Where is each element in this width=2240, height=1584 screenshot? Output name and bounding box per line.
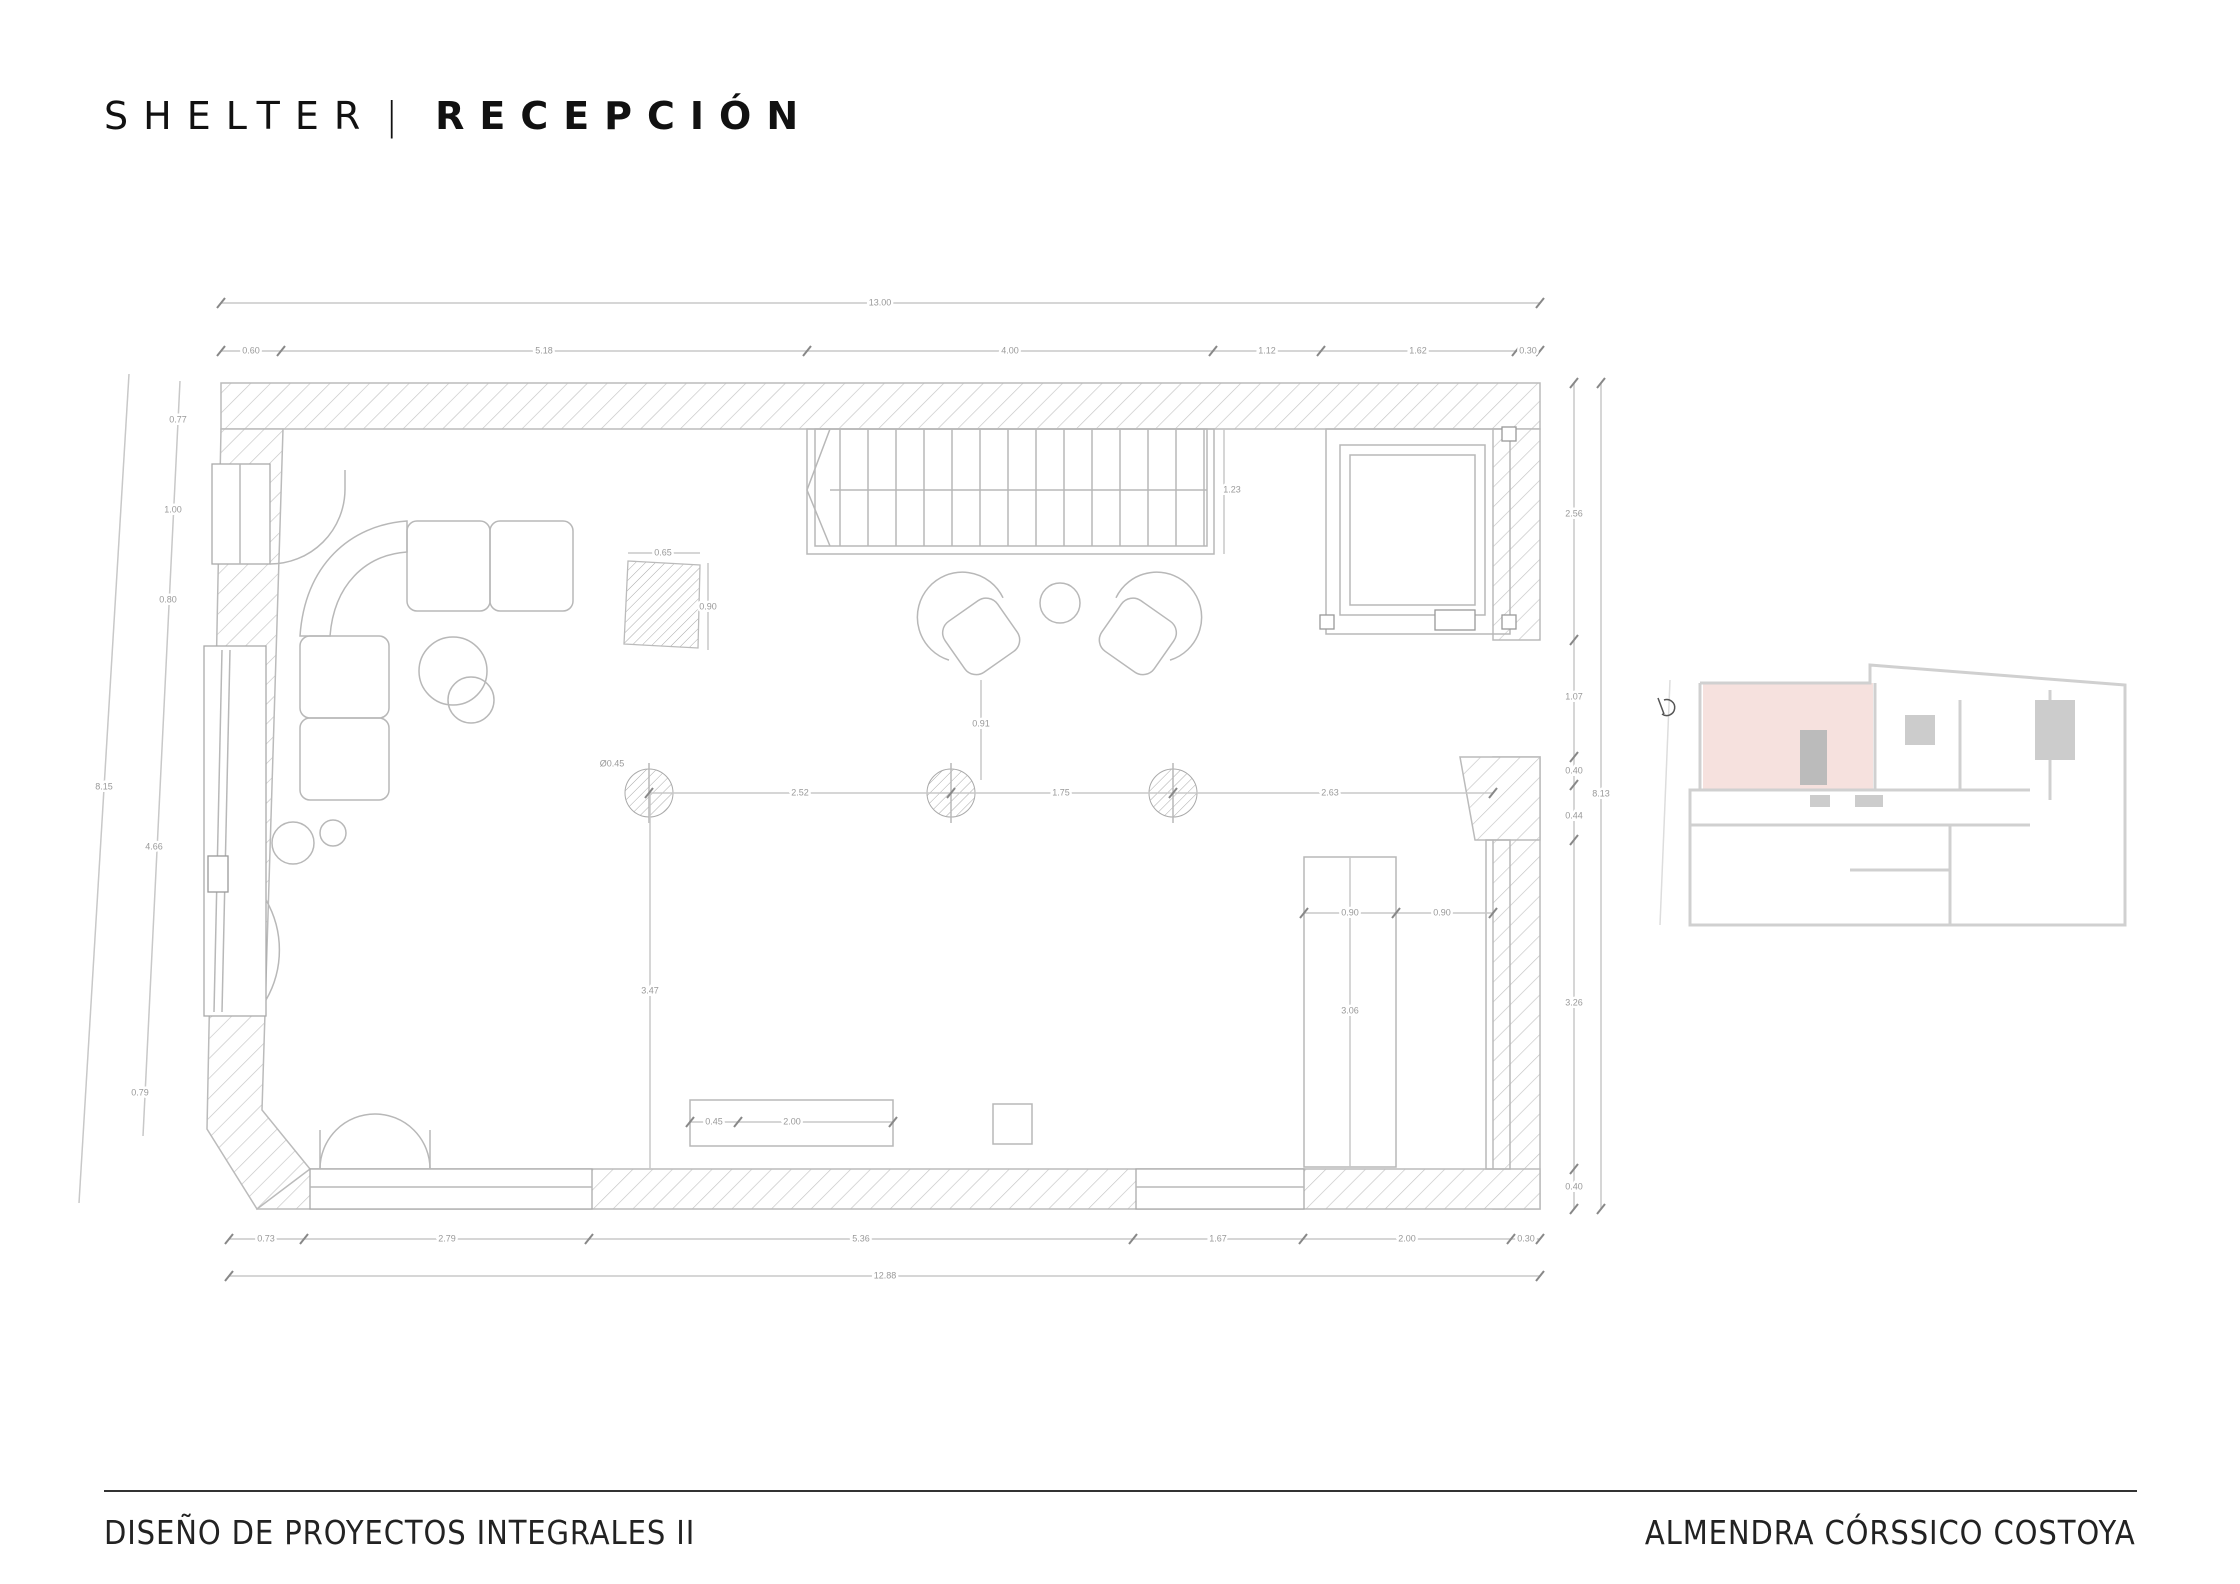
dim-top-5: 1.62 <box>1409 345 1427 355</box>
dimension-tick <box>1298 1233 1308 1245</box>
dim-left-2: 1.00 <box>164 504 182 514</box>
dimension-tick <box>1535 1233 1545 1245</box>
dimension-tick <box>1596 1203 1606 1215</box>
course-name: DISEÑO DE PROYECTOS INTEGRALES II <box>104 1513 696 1552</box>
dimension-tick <box>1128 1233 1138 1245</box>
walls <box>203 382 1541 1211</box>
north-arrow-icon <box>1657 697 1676 717</box>
dim-chair-to-column: 0.91 <box>972 718 990 728</box>
dimension-tick <box>802 345 812 357</box>
dim-bottom-2: 2.79 <box>438 1233 456 1243</box>
dimension-tick <box>1569 377 1579 389</box>
dim-column-span-3: 2.63 <box>1321 787 1339 797</box>
dimension-tick <box>1299 907 1309 919</box>
dim-right-3: 0.40 <box>1565 765 1583 775</box>
title-separator: | <box>385 94 414 138</box>
dim-top-3: 4.00 <box>1001 345 1019 355</box>
key-plan-minimap <box>1657 663 2127 927</box>
dimension-tick <box>224 1270 234 1282</box>
dim-bottom-4: 1.67 <box>1209 1233 1227 1243</box>
dim-counter-length: 3.06 <box>1341 1005 1359 1015</box>
dim-right-2: 1.07 <box>1565 691 1583 701</box>
dimension-tick <box>1391 907 1401 919</box>
dim-right-5: 3.26 <box>1565 997 1583 1007</box>
dimension-tick <box>1316 345 1326 357</box>
dim-bottom-3: 5.36 <box>852 1233 870 1243</box>
dimension-tick <box>685 1116 695 1128</box>
dim-left-4: 4.66 <box>145 841 163 851</box>
dim-left-1: 0.77 <box>169 414 187 424</box>
dimension-tick <box>1535 1270 1545 1282</box>
dimension-tick <box>733 1116 743 1128</box>
dim-counter-width: 0.90 <box>1341 907 1359 917</box>
armchairs <box>916 571 1203 676</box>
dimension-tick <box>1506 1233 1516 1245</box>
dimension-tick <box>1208 345 1218 357</box>
dimension-tick <box>1488 787 1498 799</box>
dim-column-diameter: Ø0.45 <box>600 758 625 768</box>
dim-left-5: 0.79 <box>131 1087 149 1097</box>
dim-bottom-5: 2.00 <box>1398 1233 1416 1243</box>
page-title: SHELTER| RECEPCIÓN <box>104 94 813 138</box>
dimension-tick <box>276 345 286 357</box>
dim-bottom-6: 0.30 <box>1517 1233 1535 1243</box>
dim-left-3: 0.80 <box>159 594 177 604</box>
dim-planter-width: 0.65 <box>654 547 672 557</box>
dim-column-span-1: 2.52 <box>791 787 809 797</box>
dimension-tick <box>216 345 226 357</box>
sectional-sofa <box>299 520 574 801</box>
footer-divider <box>104 1490 2137 1492</box>
dim-top-6: 0.30 <box>1519 345 1537 355</box>
dimension-tick <box>1569 1203 1579 1215</box>
dim-top-2: 5.18 <box>535 345 553 355</box>
dim-top-4: 1.12 <box>1258 345 1276 355</box>
dim-right-1: 2.56 <box>1565 508 1583 518</box>
doors <box>265 470 431 1170</box>
dim-right-6: 0.40 <box>1565 1181 1583 1191</box>
dimension-tick <box>584 1233 594 1245</box>
dim-bottom-overall: 12.88 <box>874 1270 897 1280</box>
dimension-tick <box>1488 907 1498 919</box>
dim-column-to-wall: 3.47 <box>641 985 659 995</box>
dimension-tick <box>1569 1163 1579 1175</box>
dim-left-overall: 8.15 <box>95 781 113 791</box>
dimension-lines <box>78 297 1606 1282</box>
dimension-tick <box>1569 634 1579 646</box>
dimension-tick <box>1535 297 1545 309</box>
dim-planter-depth: 0.90 <box>699 601 717 611</box>
dimension-tick <box>1569 779 1579 791</box>
dimension-tick <box>1596 377 1606 389</box>
dimension-tick <box>1569 751 1579 763</box>
dimension-tick <box>644 787 654 799</box>
dim-bottom-1: 0.73 <box>257 1233 275 1243</box>
dimension-tick <box>1535 345 1545 357</box>
dimension-tick <box>216 297 226 309</box>
dim-bench-length: 2.00 <box>783 1116 801 1126</box>
author-name: ALMENDRA CÓRSSICO COSTOYA <box>1645 1513 2136 1552</box>
planter <box>623 560 701 649</box>
staircase <box>806 428 1215 555</box>
section-name: RECEPCIÓN <box>435 94 814 138</box>
dimension-labels: 13.00 0.60 5.18 4.00 1.12 1.62 0.30 0.73… <box>93 295 1613 1283</box>
stool <box>992 1103 1033 1145</box>
dim-bench-depth: 0.45 <box>705 1116 723 1126</box>
dim-column-span-2: 1.75 <box>1052 787 1070 797</box>
dimension-tick <box>1168 787 1178 799</box>
dim-right-overall: 8.13 <box>1592 788 1610 798</box>
dimension-tick <box>946 787 956 799</box>
dimension-tick <box>1511 345 1521 357</box>
dim-counter-gap: 0.90 <box>1433 907 1451 917</box>
dim-top-overall: 13.00 <box>869 297 892 307</box>
dim-right-4: 0.44 <box>1565 810 1583 820</box>
dim-top-1: 0.60 <box>242 345 260 355</box>
dimension-tick <box>224 1233 234 1245</box>
dimension-tick <box>888 1116 898 1128</box>
tables <box>271 582 1081 865</box>
wall-shelf <box>1485 839 1511 1170</box>
project-name: SHELTER <box>104 94 376 138</box>
dimension-tick <box>1569 834 1579 846</box>
dim-stair-width: 1.23 <box>1223 484 1241 494</box>
elevator <box>1319 426 1517 635</box>
dimension-tick <box>299 1233 309 1245</box>
